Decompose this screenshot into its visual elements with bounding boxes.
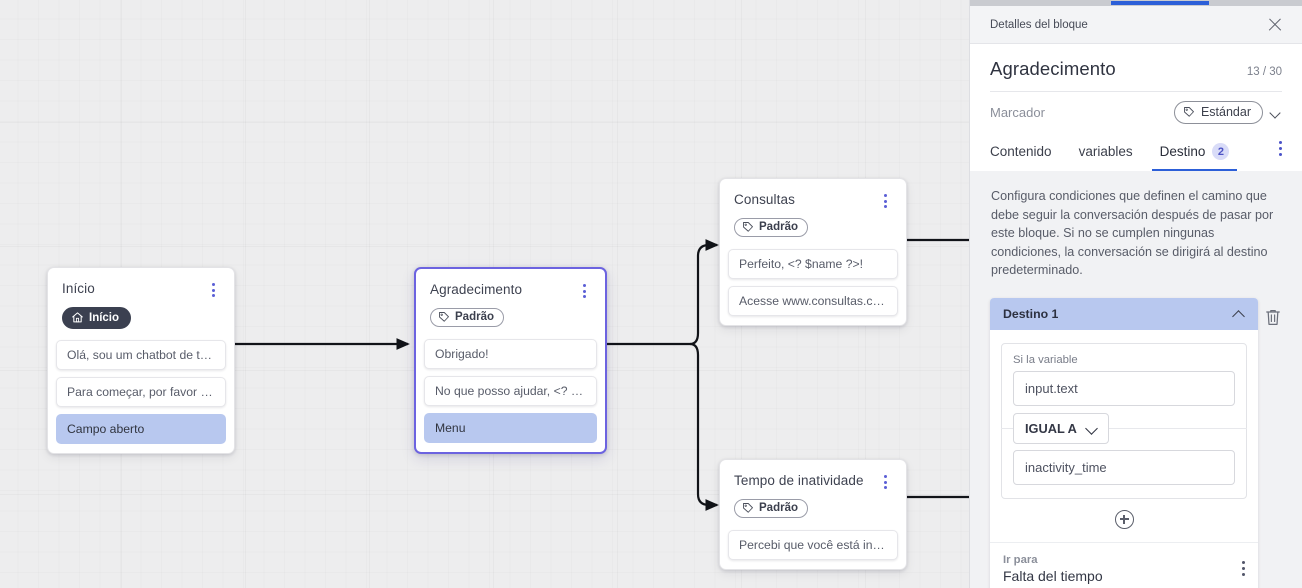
add-condition-row xyxy=(990,499,1258,542)
chevron-up-icon[interactable] xyxy=(1232,310,1245,318)
trash-icon[interactable] xyxy=(1264,308,1282,327)
tab-destino[interactable]: Destino 2 xyxy=(1151,136,1238,171)
node-badge: Padrão xyxy=(734,218,808,237)
marker-row: Marcador Estándar xyxy=(990,92,1282,134)
panel-header-title: Detalles del bloque xyxy=(990,19,1088,31)
tab-badge-count: 2 xyxy=(1212,143,1230,160)
operator-row: IGUAL A xyxy=(1001,412,1247,444)
operator-select[interactable]: IGUAL A xyxy=(1013,412,1109,444)
block-details-panel: Detalles del bloque Agradecimento 13 / 3… xyxy=(969,0,1302,588)
node-bubble[interactable]: Para começar, por favor digite o ... xyxy=(56,377,226,407)
node-body: Percebi que você está inativo. C... xyxy=(720,530,906,569)
node-menu-icon[interactable] xyxy=(878,192,892,208)
node-badge-label: Padrão xyxy=(455,311,494,323)
helper-text: Configura condiciones que definen el cam… xyxy=(991,189,1274,277)
panel-tabs: Contenido variables Destino 2 xyxy=(990,134,1282,171)
tab-label: variables xyxy=(1078,144,1133,159)
node-bubble[interactable]: Campo aberto xyxy=(56,414,226,444)
close-icon[interactable] xyxy=(1266,16,1284,34)
node-title: Início xyxy=(62,281,95,296)
marker-label: Marcador xyxy=(990,105,1045,120)
active-window-tab-marker xyxy=(1111,1,1209,5)
tab-label: Contenido xyxy=(990,144,1052,159)
node-title: Consultas xyxy=(734,192,795,207)
node-badge-label: Início xyxy=(89,311,120,324)
panel-header: Detalles del bloque xyxy=(970,6,1302,44)
block-title-row: Agradecimento 13 / 30 xyxy=(990,44,1282,92)
node-badge: Início xyxy=(62,307,132,329)
node-bubble[interactable]: Menu xyxy=(424,413,597,443)
node-badge-label: Padrão xyxy=(759,221,798,233)
node-badge: Padrão xyxy=(734,499,808,518)
page-title: Agradecimento xyxy=(990,58,1116,79)
tag-icon xyxy=(743,503,753,513)
node-menu-icon[interactable] xyxy=(577,282,591,298)
tag-icon xyxy=(1184,107,1194,117)
node-body: Olá, sou um chatbot de teste! Para começ… xyxy=(48,340,234,453)
node-body: Obrigado! No que posso ajudar, <? $name … xyxy=(416,339,605,452)
condition-label: Si la variable xyxy=(1013,353,1078,366)
tab-variables[interactable]: variables xyxy=(1079,137,1133,170)
destination-card: Destino 1 Si la variable input.text IGUA… xyxy=(990,297,1258,588)
node-bubble[interactable]: Perfeito, <? $name ?>! xyxy=(728,249,898,279)
goto-label: Ir para xyxy=(1003,553,1038,566)
tag-icon xyxy=(743,222,753,232)
plus-circle-icon[interactable] xyxy=(1114,509,1134,529)
node-menu-icon[interactable] xyxy=(878,473,892,489)
node-body: Perfeito, <? $name ?>! Acesse www.consul… xyxy=(720,249,906,325)
chevron-down-icon[interactable] xyxy=(1271,109,1282,116)
node-bubble[interactable]: Percebi que você está inativo. C... xyxy=(728,530,898,560)
flow-node-inatividade[interactable]: Tempo de inatividade Padrão Percebi que … xyxy=(719,459,907,570)
node-title: Agradecimento xyxy=(430,282,523,297)
operator-label: IGUAL A xyxy=(1025,420,1077,436)
comparison-field[interactable]: inactivity_time xyxy=(1013,449,1235,485)
goto-row[interactable]: Ir para Falta del tiempo xyxy=(990,541,1258,588)
tag-icon xyxy=(439,312,449,322)
flow-node-agradecimento[interactable]: Agradecimento Padrão Obrigado! No que po… xyxy=(414,267,607,454)
tabs-overflow-menu-icon[interactable] xyxy=(1278,141,1282,166)
panel-body: Configura condiciones que definen el cam… xyxy=(970,171,1302,588)
flow-node-consultas[interactable]: Consultas Padrão Perfeito, <? $name ?>! … xyxy=(719,178,907,326)
panel-top-strip xyxy=(970,0,1302,6)
home-icon xyxy=(72,312,83,323)
marker-value-label: Estándar xyxy=(1200,105,1251,119)
node-badge: Padrão xyxy=(430,308,504,327)
destination-title: Destino 1 xyxy=(1003,306,1059,321)
node-title: Tempo de inatividade xyxy=(734,473,864,488)
marker-value-pill[interactable]: Estándar xyxy=(1173,101,1263,124)
edge-agradecimento-consultas xyxy=(689,238,719,346)
chevron-down-icon xyxy=(1086,424,1098,432)
goto-menu-icon[interactable] xyxy=(1241,560,1245,577)
node-header: Tempo de inatividade Padrão xyxy=(720,460,906,530)
flow-node-inicio[interactable]: Início Início Olá, sou um chatbot de tes… xyxy=(47,267,235,454)
destination-header[interactable]: Destino 1 xyxy=(990,297,1258,330)
node-bubble[interactable]: Olá, sou um chatbot de teste! xyxy=(56,340,226,370)
panel-title-area: Agradecimento 13 / 30 Marcador Estándar xyxy=(970,44,1302,171)
node-header: Agradecimento Padrão xyxy=(416,269,605,339)
variable-field[interactable]: input.text xyxy=(1013,370,1235,406)
node-bubble[interactable]: Acesse www.consultas.com par... xyxy=(728,286,898,316)
node-badge-label: Padrão xyxy=(759,502,798,514)
tab-contenido[interactable]: Contenido xyxy=(990,137,1052,170)
destination-wrapper: Destino 1 Si la variable input.text IGUA… xyxy=(990,297,1282,588)
node-bubble[interactable]: No que posso ajudar, <? $name ... xyxy=(424,376,597,406)
edge-agradecimento-inatividade xyxy=(689,342,719,512)
goto-value: Falta del tiempo xyxy=(1003,567,1103,584)
node-menu-icon[interactable] xyxy=(206,281,220,297)
node-header: Início Início xyxy=(48,268,234,340)
tab-label: Destino xyxy=(1159,144,1206,159)
node-bubble[interactable]: Obrigado! xyxy=(424,339,597,369)
char-counter: 13 / 30 xyxy=(1246,66,1282,78)
flow-canvas[interactable]: Início Início Olá, sou um chatbot de tes… xyxy=(0,0,969,588)
condition-box: Si la variable input.text IGUAL A inacti… xyxy=(1001,342,1247,499)
node-header: Consultas Padrão xyxy=(720,179,906,249)
